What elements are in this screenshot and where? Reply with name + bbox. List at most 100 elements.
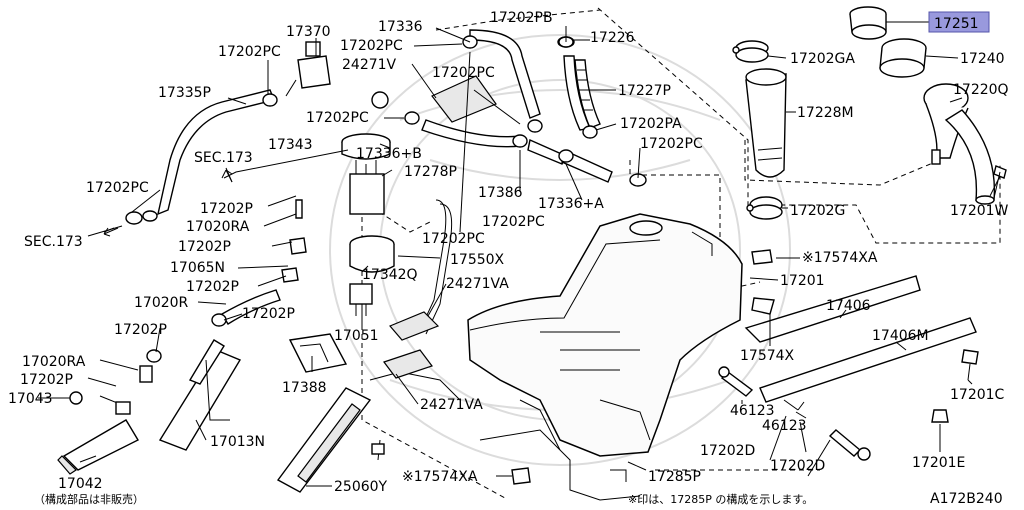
small-hose-17020RA-2-part xyxy=(139,349,162,383)
pump-ring-17343-part xyxy=(341,91,391,160)
filler-ring-17240-part xyxy=(879,38,927,78)
label-17240[interactable]: 17240 xyxy=(960,51,1005,67)
label-17202PC-bottom[interactable]: 17202PC xyxy=(482,214,545,230)
label-17051[interactable]: 17051 xyxy=(334,328,379,344)
label-17285P[interactable]: 17285P xyxy=(648,469,701,485)
label-17336B[interactable]: 17336+B xyxy=(356,146,422,162)
label-17386[interactable]: 17386 xyxy=(478,185,523,201)
label-17251[interactable]: 17251 xyxy=(934,16,979,32)
label-17202P-2[interactable]: 17202P xyxy=(178,239,231,255)
gasket-24271VA-part xyxy=(383,311,440,379)
label-17201E[interactable]: 17201E xyxy=(912,455,965,471)
label-17202P-4[interactable]: 17202P xyxy=(242,306,295,322)
label-17201C[interactable]: 17201C xyxy=(950,387,1005,403)
label-25060Y[interactable]: 25060Y xyxy=(334,479,388,495)
label-17278P[interactable]: 17278P xyxy=(404,164,457,180)
label-24271V[interactable]: 24271V xyxy=(342,57,397,73)
note-not-sold: （構成部品は非販売） xyxy=(34,492,144,506)
label-17202PA[interactable]: 17202PA xyxy=(620,116,682,132)
label-17202PB[interactable]: 17202PB xyxy=(490,10,553,26)
label-17406M[interactable]: 17406M xyxy=(872,328,929,344)
label-17043[interactable]: 17043 xyxy=(8,391,53,407)
hose-17020RA-part xyxy=(281,199,307,283)
label-17202P-6[interactable]: 17202P xyxy=(20,372,73,388)
cover-25060Y-part xyxy=(276,387,372,493)
label-46123-1[interactable]: 46123 xyxy=(730,403,775,419)
strap-17406-part xyxy=(744,275,921,343)
label-17550X[interactable]: 17550X xyxy=(450,252,505,268)
label-17574X[interactable]: 17574X xyxy=(740,348,795,364)
clamp-17202PA-part xyxy=(582,125,598,139)
filler-cap-17251-part xyxy=(849,6,887,40)
fuel-filter-17042-part xyxy=(57,419,139,475)
rail-17013N-part xyxy=(158,339,242,451)
hose-17336-part xyxy=(469,29,541,119)
label-17065N[interactable]: 17065N xyxy=(170,260,225,276)
label-17335P[interactable]: 17335P xyxy=(158,85,211,101)
label-17020RA-2[interactable]: 17020RA xyxy=(22,354,86,370)
filler-hose-17228M-part xyxy=(745,68,787,178)
label-24271VA-2[interactable]: 24271VA xyxy=(420,397,483,413)
hose-17227P-part xyxy=(574,59,601,129)
label-17020R[interactable]: 17020R xyxy=(134,295,189,311)
label-17013N[interactable]: 17013N xyxy=(210,434,265,450)
bolt-17201C-part xyxy=(961,349,979,381)
label-17202P-3[interactable]: 17202P xyxy=(186,279,239,295)
label-17227P[interactable]: 17227P xyxy=(618,83,671,99)
label-46123-2[interactable]: 46123 xyxy=(762,418,807,434)
label-highlight-box xyxy=(928,11,990,33)
label-17202GA[interactable]: 17202GA xyxy=(790,51,855,67)
clamp-17202GA-part xyxy=(732,40,769,63)
label-17226[interactable]: 17226 xyxy=(590,30,635,46)
label-sec173-lower[interactable]: SEC.173 xyxy=(24,234,83,250)
label-17370[interactable]: 17370 xyxy=(286,24,331,40)
strap-17406M-part xyxy=(759,317,977,403)
label-17202PC-right[interactable]: 17202PC xyxy=(640,136,703,152)
tank-pipes-part xyxy=(369,199,461,461)
canister-17370-part xyxy=(285,41,331,97)
label-17202P-5[interactable]: 17202P xyxy=(114,322,167,338)
label-17202PC-tank[interactable]: 17202PC xyxy=(422,231,485,247)
note-asterisk: ※印は、17285P の構成を示します。 xyxy=(628,493,813,506)
label-17388[interactable]: 17388 xyxy=(282,380,327,396)
label-17202PC-center[interactable]: 17202PC xyxy=(306,110,369,126)
label-17202P-1[interactable]: 17202P xyxy=(200,201,253,217)
bolt-17201E-part xyxy=(931,409,949,423)
label-17574XA-top[interactable]: ※17574XA xyxy=(802,250,878,266)
label-17020RA-1[interactable]: 17020RA xyxy=(186,219,250,235)
label-17336A[interactable]: 17336+A xyxy=(538,196,604,212)
fuel-pump-module-part xyxy=(349,160,385,215)
label-17406[interactable]: 17406 xyxy=(826,298,871,314)
clamp-17202PC-left-part xyxy=(125,211,143,225)
gauge-17051-part xyxy=(349,283,373,316)
bracket-17388-part xyxy=(288,333,348,373)
label-17343[interactable]: 17343 xyxy=(268,137,313,153)
bracket-17285P-part xyxy=(479,399,641,501)
label-17228M[interactable]: 17228M xyxy=(797,105,854,121)
clip-17574XA-part xyxy=(511,249,773,485)
label-17202D-2[interactable]: 17202D xyxy=(770,458,825,474)
label-17201W[interactable]: 17201W xyxy=(950,203,1009,219)
label-17220Q[interactable]: 17220Q xyxy=(953,82,1009,98)
clamp-17202D-part xyxy=(783,399,807,419)
label-17202PC-top[interactable]: 17202PC xyxy=(340,38,403,54)
label-17202PC-topleft[interactable]: 17202PC xyxy=(218,44,281,60)
label-17574XA-bottom[interactable]: ※17574XA xyxy=(402,469,478,485)
label-17201[interactable]: 17201 xyxy=(780,273,825,289)
bolt-46123-part xyxy=(718,366,871,461)
clip-17574X-part xyxy=(751,297,775,315)
label-17202G[interactable]: 17202G xyxy=(790,203,845,219)
label-17202PC-mid[interactable]: 17202PC xyxy=(432,65,495,81)
pump-17550X-part xyxy=(349,235,395,273)
label-17336[interactable]: 17336 xyxy=(378,19,423,35)
leader-lines xyxy=(38,21,1001,487)
label-17042[interactable]: 17042 xyxy=(58,476,103,492)
label-sec173-upper[interactable]: SEC.173 xyxy=(194,150,253,166)
label-17342Q[interactable]: 17342Q xyxy=(362,267,418,283)
label-24271VA-1[interactable]: 24271VA xyxy=(446,276,509,292)
label-17202PC-left[interactable]: 17202PC xyxy=(86,180,149,196)
label-17202D-1[interactable]: 17202D xyxy=(700,443,755,459)
filler-neck-17220Q-part xyxy=(923,83,996,205)
